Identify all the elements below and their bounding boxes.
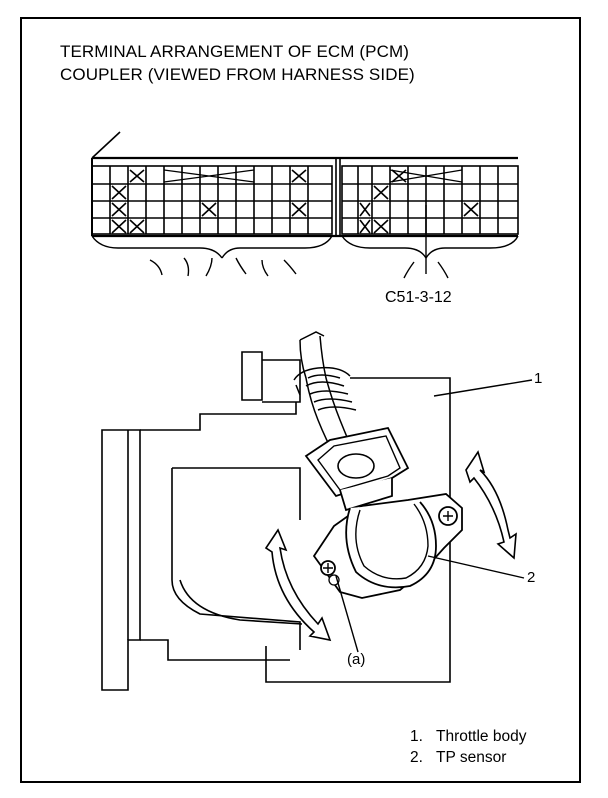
diagram-title: TERMINAL ARRANGEMENT OF ECM (PCM) COUPLE… — [60, 40, 415, 86]
throttle-body — [101, 351, 451, 691]
legend-item-1-number: 1. — [410, 728, 423, 745]
coupler-block-right — [335, 158, 519, 236]
wire-brackets — [91, 235, 519, 279]
coupler-block-left — [91, 165, 333, 235]
harness-wires — [293, 331, 357, 459]
leader-lines — [335, 379, 533, 653]
callout-2: 2 — [527, 569, 536, 586]
tp-sensor — [312, 493, 463, 599]
tp-sensor-connector — [304, 426, 410, 512]
legend-item-2-number: 2. — [410, 749, 423, 766]
legend-item-2-text: TP sensor — [436, 749, 507, 766]
legend: 1. Throttle body 2. TP sensor — [410, 726, 526, 768]
title-line-2: COUPLER (VIEWED FROM HARNESS SIDE) — [60, 65, 415, 84]
rotation-arrows — [264, 450, 517, 642]
diagram-frame — [20, 17, 581, 783]
legend-item-2: 2. TP sensor — [410, 747, 526, 768]
callout-a: (a) — [347, 651, 366, 668]
title-line-1: TERMINAL ARRANGEMENT OF ECM (PCM) — [60, 42, 409, 61]
coupler-code-label: C51-3-12 — [385, 289, 452, 306]
ecm-coupler — [91, 131, 519, 279]
callout-1: 1 — [534, 370, 543, 387]
legend-item-1: 1. Throttle body — [410, 726, 526, 747]
legend-item-1-text: Throttle body — [436, 728, 527, 745]
